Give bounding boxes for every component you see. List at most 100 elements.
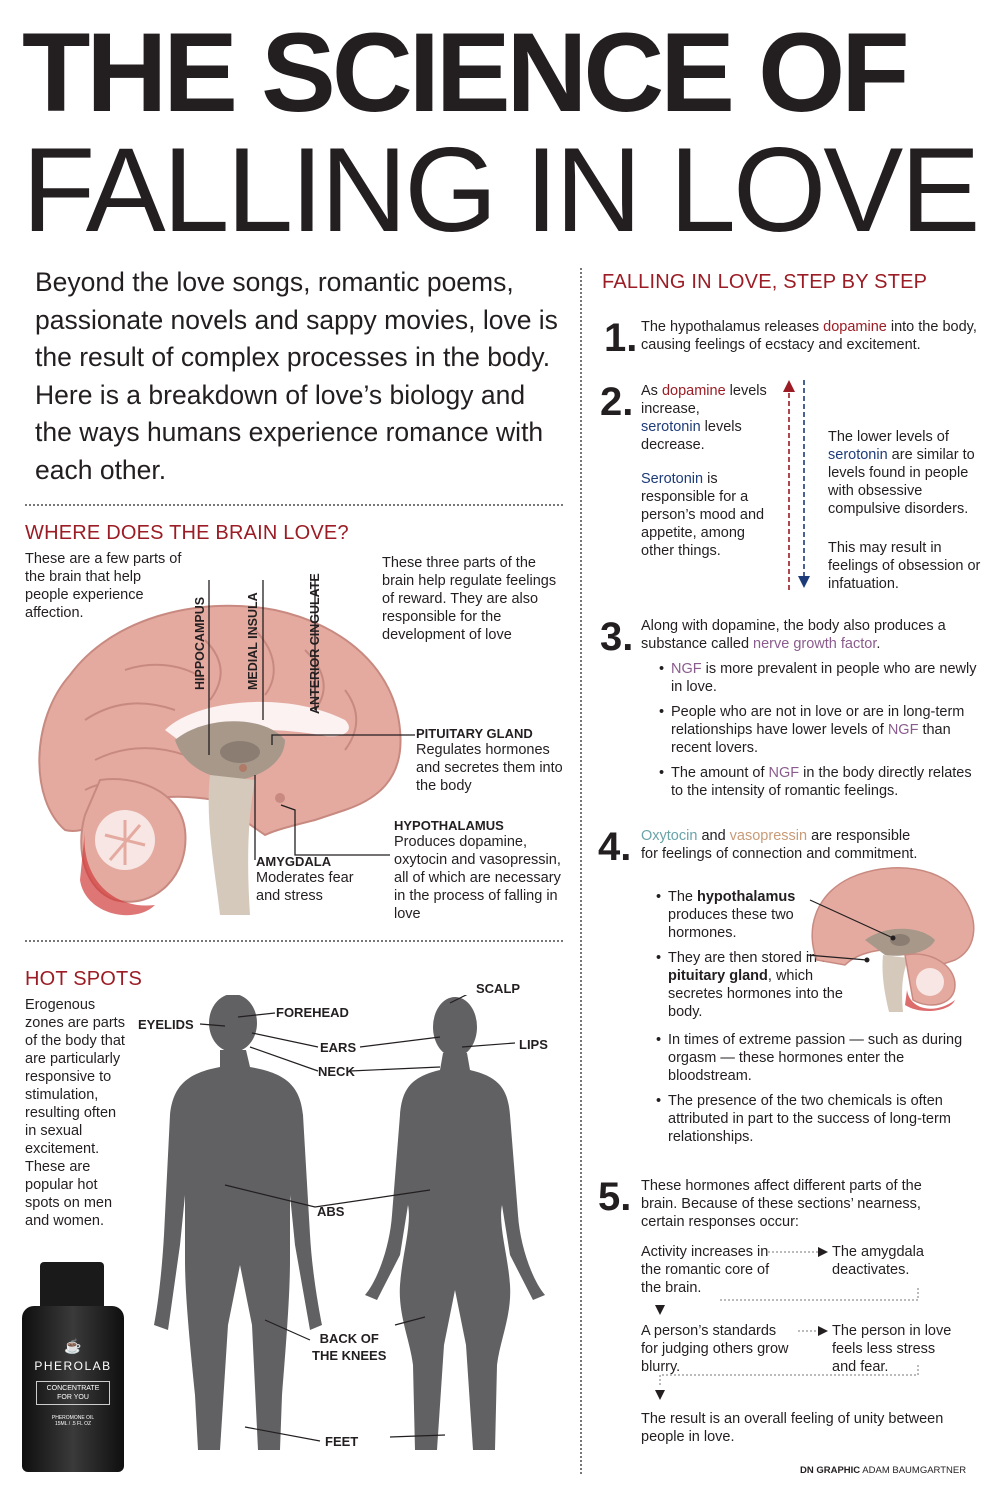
step-2-text-c: levels decrease. (641, 419, 742, 453)
step-3-number: 3. (600, 615, 634, 659)
label-hippocampus: HIPPOCAMPUS (193, 596, 207, 690)
flow-connectors (655, 1247, 919, 1400)
step-3-b3-ngf: NGF (768, 765, 800, 781)
flow-box-2: The amygdala deactivates. (832, 1244, 924, 1278)
step-3-bullet-3: The amount of NGF in the body directly r… (659, 764, 984, 800)
label-back-of-knees: BACK OF THE KNEES (312, 1330, 386, 1364)
bottle-cap (40, 1262, 104, 1310)
pheromone-bottle: ☕ PHEROLAB CONCENTRATE FOR YOU PHEROMONE… (22, 1262, 124, 1472)
brain-right-note: These three parts of the brain help regu… (382, 555, 557, 643)
step-1-text: The hypothalamus releases dopamine into … (641, 318, 986, 354)
step-4-text: Oxytocin and vasopressin are responsible… (641, 827, 931, 863)
step-4-b2a: They are then stored in the (668, 950, 842, 966)
bottle-label: ☕ PHEROLAB CONCENTRATE FOR YOU PHEROMONE… (26, 1318, 120, 1468)
brain-illustration (38, 580, 415, 916)
arrow-right-icon (818, 1326, 828, 1336)
bottle-tag: CONCENTRATE FOR YOU (36, 1381, 110, 1405)
arrow-right-icon (818, 1247, 828, 1257)
step-2-number: 2. (600, 380, 634, 424)
pituitary-name: PITUITARY GLAND (416, 726, 533, 741)
step-2-text: As dopamine levels increase, serotonin le… (641, 382, 776, 454)
step-5-number: 5. (598, 1175, 632, 1219)
label-feet: FEET (325, 1434, 359, 1449)
step-3-text-b: . (876, 636, 881, 652)
hypothalamus-desc: Produces dopamine, oxytocin and vasopres… (394, 834, 561, 922)
title-line-2: FALLING IN LOVE (22, 123, 980, 257)
small-brain-illustration (806, 867, 975, 1012)
step-4-vasopressin: vasopressin (729, 828, 808, 844)
label-anterior-cingulate: ANTERIOR CINGULATE (308, 573, 322, 714)
pituitary-desc: Regulates hormones and secretes them int… (416, 742, 563, 794)
step-4-bullets-wide: In times of extreme passion — such as du… (656, 1031, 966, 1153)
step-3-b2b: than recent lovers. (671, 722, 951, 756)
step-4-bullet-4: The presence of the two chemicals is oft… (656, 1092, 966, 1146)
step-3-b3b: in the body directly relates to the inte… (671, 765, 972, 799)
step-2-serotonin2: Serotonin (641, 471, 704, 487)
credit-name: ADAM BAUMGARTNER (860, 1465, 967, 1476)
step-3-bullets: NGF is more prevalent in people who are … (659, 660, 984, 807)
step-4-bullets-narrow: The hypothalamus produces these two horm… (656, 888, 843, 1028)
amygdala-name: AMYGDALA (256, 854, 332, 869)
step-4-oxytocin: Oxytocin (641, 828, 698, 844)
divider-brain (25, 504, 563, 506)
step-3-text-a: Along with dopamine, the body also produ… (641, 618, 946, 652)
step-5-text: These hormones affect different parts of… (641, 1178, 922, 1230)
label-lips: LIPS (519, 1037, 548, 1052)
step-4-bullet-2: They are then stored in the pituitary gl… (656, 949, 843, 1021)
label-forehead: FOREHEAD (276, 1005, 349, 1020)
label-eyelids: EYELIDS (138, 1017, 194, 1032)
label-knees-line1: BACK OF (319, 1331, 379, 1346)
step-2-text-b: levels increase, (641, 383, 767, 417)
brain-left-note: These are a few parts of the brain that … (25, 551, 182, 621)
step-1-number: 1. (604, 316, 638, 360)
label-medial-insula: MEDIAL INSULA (246, 592, 260, 690)
step-4-number: 4. (598, 825, 632, 869)
intro-text: Beyond the love songs, romantic poems, p… (35, 267, 558, 485)
step-2-dopamine: dopamine (661, 383, 726, 399)
step-4-and: and (697, 828, 730, 844)
step-3-b1-text: is more prevalent in people who are newl… (671, 661, 977, 695)
step-2-r1b: are similar to levels found in people wi… (828, 447, 975, 517)
arrow-down-icon (798, 576, 810, 588)
step-4-b1-bold: hypothalamus (697, 889, 796, 905)
step-1-dopamine: dopamine (823, 319, 887, 335)
step-3-bullet-1: NGF is more prevalent in people who are … (659, 660, 984, 696)
step-4-bullet-1: The hypothalamus produces these two horm… (656, 888, 806, 942)
arrow-down-icon (655, 1305, 665, 1315)
step-2-right-note-1: The lower levels of serotonin are simila… (828, 428, 988, 518)
step-4-text-a: are responsible for feelings of connecti… (641, 828, 918, 862)
credit-bold: DN GRAPHIC (800, 1465, 861, 1476)
step-4-b2-bold: pituitary gland (668, 968, 768, 984)
flow-result: The result is an overall feeling of unit… (641, 1411, 944, 1445)
column-divider (580, 268, 582, 1474)
step-3-ngf: nerve growth factor (753, 636, 877, 652)
credit-line: DN GRAPHIC ADAM BAUMGARTNER (800, 1465, 966, 1476)
pituitary-callout: PITUITARY GLAND Regulates hormones and s… (416, 726, 566, 795)
arrow-up-icon (783, 380, 795, 392)
hotspots-desc: Erogenous zones are parts of the body th… (25, 997, 125, 1229)
bottle-small-2: 15ML / .5 FL OZ (54, 1421, 92, 1427)
amygdala-callout: AMYGDALA Moderates fear and stress (256, 854, 376, 905)
step-3-text: Along with dopamine, the body also produ… (641, 617, 986, 653)
step-2-text-a: As (641, 383, 662, 399)
step-3-b3a: The amount of (671, 765, 769, 781)
bottle-brand: PHEROLAB (34, 1359, 112, 1373)
bottle-logo-icon: ☕ (64, 1338, 82, 1354)
label-abs: ABS (317, 1204, 345, 1219)
step-2-serotonin: serotonin (641, 419, 701, 435)
step-1-text-b: into the body, causing feelings of ecsta… (641, 319, 977, 353)
step-2-r1a: The lower levels of (828, 429, 949, 445)
step-4-b2b: , which secretes hormones into the body. (668, 968, 843, 1020)
body-silhouettes (154, 995, 545, 1450)
step-2-serotonin-note: Serotonin is responsible for a person’s … (641, 470, 776, 560)
step-3-b2-ngf: NGF (887, 722, 919, 738)
title-line-1: THE SCIENCE OF (22, 10, 910, 135)
step-3-bullet-2: People who are not in love or are in lon… (659, 703, 984, 757)
step-4-b1b: produces these two hormones. (668, 907, 794, 941)
bottle-tag-line1: CONCENTRATE (46, 1385, 100, 1392)
step-4-b3: In times of extreme passion — such as du… (668, 1032, 963, 1084)
step-4-b1a: The (668, 889, 698, 905)
step-3-b2a: People who are not in love or are in lon… (671, 704, 965, 738)
brain-section-heading: WHERE DOES THE BRAIN LOVE? (25, 522, 349, 544)
label-scalp: SCALP (476, 981, 521, 996)
